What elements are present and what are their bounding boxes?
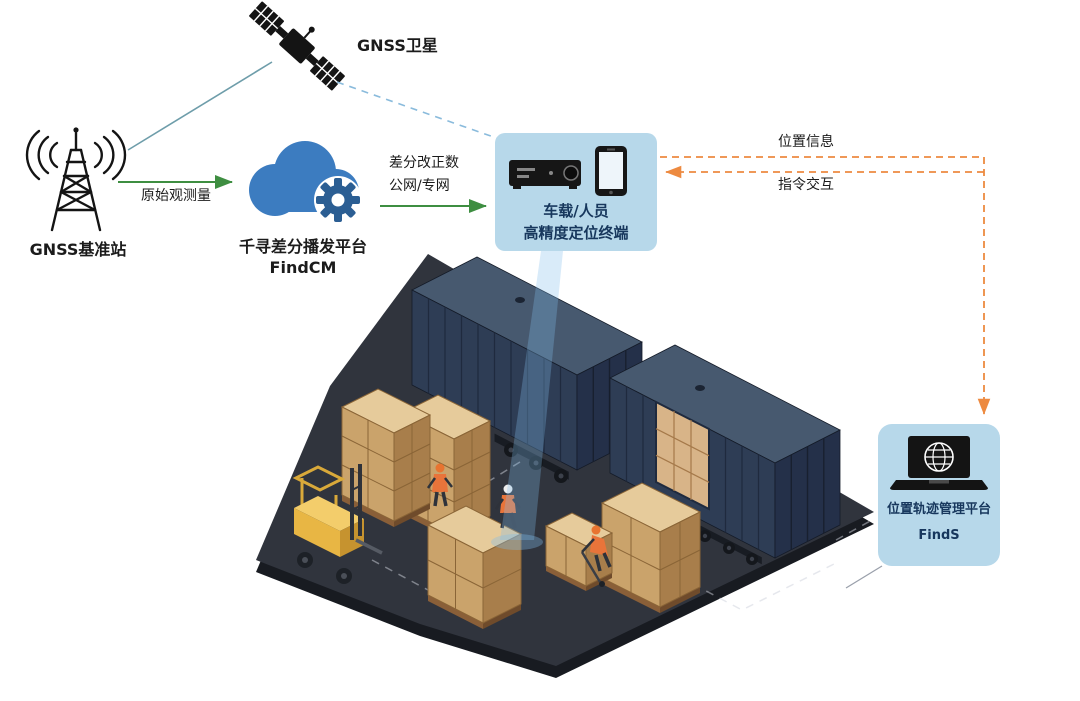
laptop-globe-icon xyxy=(890,436,988,490)
position-info-label: 位置信息 xyxy=(778,134,834,150)
trailer-wheels xyxy=(504,443,568,483)
forklift xyxy=(292,464,383,584)
raw-observation-label: 原始观测量 xyxy=(141,188,211,204)
terminal-bubble: 车载/人员 高精度定位终端 xyxy=(495,133,657,251)
cloud-platform-product-label: FindCM xyxy=(269,258,337,277)
globe-icon xyxy=(924,442,954,472)
command-interaction-label: 指令交互 xyxy=(778,177,834,193)
gear-icon xyxy=(314,176,362,224)
mgmt-platform-name-label: 位置轨迹管理平台 xyxy=(886,502,991,517)
network-label: 公网/专网 xyxy=(389,178,450,194)
position-info-arrow xyxy=(660,156,991,415)
worker-3-pallet-jack xyxy=(580,525,612,587)
smartphone-icon xyxy=(595,146,627,196)
pallet-stack-bottom-right xyxy=(600,482,702,613)
receiver-device-icon xyxy=(509,160,581,189)
open-door-cartons xyxy=(655,400,710,511)
diff-correction-label: 差分改正数 xyxy=(389,155,459,171)
signal-waves-icon xyxy=(25,129,127,181)
radio-tower-icon xyxy=(25,127,127,232)
satellite-to-terminal-link xyxy=(336,81,503,141)
warehouse-isometric-scene xyxy=(256,251,883,678)
terminal-label-line2: 高精度定位终端 xyxy=(523,224,629,242)
terminal-devices xyxy=(509,146,627,196)
light-beam xyxy=(491,251,563,550)
pallet-stack-front-left xyxy=(340,388,432,527)
cloud-platform-name-label: 千寻差分播发平台 xyxy=(238,237,368,256)
pallet-stack-bottom-center xyxy=(426,505,523,629)
finds-bubble: 位置轨迹管理平台 FindS xyxy=(878,424,1000,566)
mgmt-platform-product-label: FindS xyxy=(918,528,960,543)
gnss-satellite-icon xyxy=(249,1,345,91)
finds-leader-line xyxy=(845,565,883,589)
satellite-label: GNSS卫星 xyxy=(357,36,438,55)
shipping-container-2 xyxy=(609,344,841,565)
worker-2 xyxy=(494,484,521,529)
satellite-to-base-link xyxy=(127,61,273,151)
worker-1 xyxy=(426,463,453,507)
terminal-label-line1: 车载/人员 xyxy=(543,202,609,220)
base-station-label: GNSS基准站 xyxy=(29,240,127,259)
